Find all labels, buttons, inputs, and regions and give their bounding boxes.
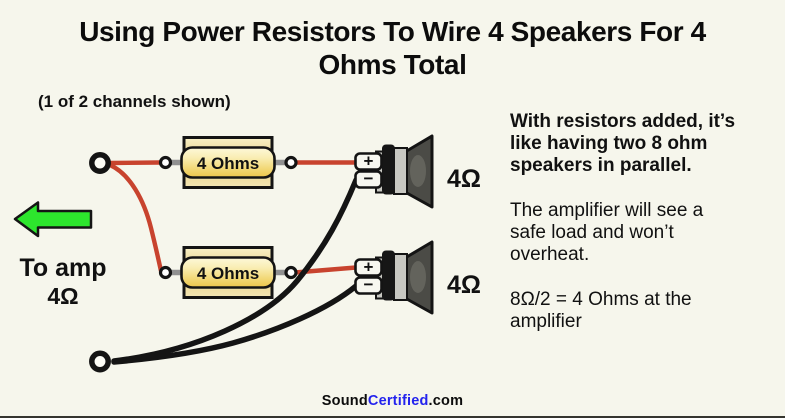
speaker-2: + − 4Ω (354, 240, 481, 315)
to-amp-label: To amp 4Ω (12, 253, 114, 309)
explanation-panel: With resistors added, it’s like having t… (510, 111, 735, 356)
resistor-value-label: 4 Ohms (197, 154, 259, 173)
explanation-paragraph-2: The amplifier will see a safe load and w… (510, 200, 735, 266)
speaker-cone-highlight (410, 261, 426, 293)
resistor-2: 4 Ohms (158, 246, 298, 299)
resistor-value-label: 4 Ohms (197, 264, 259, 283)
text-line: safe load and won’t (510, 222, 674, 243)
speaker-minus-label: − (364, 169, 374, 188)
brand-logo-tld: .com (428, 393, 464, 409)
speaker-cone-highlight (410, 155, 426, 187)
speaker-negative-terminal (354, 170, 383, 189)
explanation-paragraph-3: 8Ω/2 = 4 Ohms at the amplifier (510, 289, 735, 333)
brand-logo-certified: Certified (367, 393, 429, 409)
text-line: amplifier (510, 311, 582, 332)
page-title-line1: Using Power Resistors To Wire 4 Speakers… (79, 16, 706, 47)
text-line: 8Ω/2 = 4 Ohms at the (510, 289, 692, 310)
brand-logo-sound: Sound (321, 393, 368, 409)
positive-wire-amp-resistor2-branch (107, 162, 164, 274)
resistor-element (180, 146, 276, 179)
channels-note: (1 of 2 channels shown) (38, 92, 231, 111)
speaker-impedance-label: 4Ω (447, 165, 481, 193)
speaker-negative-terminal (354, 276, 383, 295)
resistor-terminal (158, 265, 173, 280)
speaker-positive-terminal (354, 258, 383, 277)
speaker-plus-label: + (364, 258, 374, 277)
resistor-terminal (284, 155, 298, 170)
resistor-element (180, 256, 276, 289)
resistor-terminal (284, 265, 298, 280)
speaker-1: + − 4Ω (354, 134, 481, 209)
amp-negative-terminal (89, 350, 111, 373)
page-title-line2: Ohms Total (318, 49, 467, 80)
text-line: The amplifier will see a (510, 200, 704, 221)
resistor-1: 4 Ohms (158, 136, 298, 189)
bottom-border (0, 416, 785, 418)
text-line: overheat. (510, 244, 590, 265)
resistor-terminal (158, 155, 173, 170)
speaker-magnet (393, 253, 408, 301)
to-amp-text: To amp (19, 254, 107, 282)
speaker-positive-terminal (354, 152, 383, 171)
brand-logo: SoundCertified.com (0, 393, 785, 409)
explanation-paragraph-1: With resistors added, it’s like having t… (510, 111, 735, 177)
text-line: With resistors added, it’s (510, 111, 736, 132)
speaker-plus-label: + (364, 152, 374, 171)
speaker-magnet-ring (382, 250, 395, 301)
speaker-magnet-ring (382, 144, 395, 195)
negative-wire-speaker1-amp (111, 177, 359, 364)
to-amp-arrow-icon (13, 201, 93, 238)
text-line: like having two 8 ohm (510, 133, 708, 154)
positive-wire-amp-resistor1 (106, 160, 163, 166)
speaker-magnet (393, 147, 408, 195)
page-title: Using Power Resistors To Wire 4 Speakers… (0, 15, 785, 81)
amp-positive-terminal (89, 152, 111, 174)
speaker-impedance-label: 4Ω (447, 271, 481, 299)
negative-wire-speaker2-amp (111, 283, 359, 365)
text-line: speakers in parallel. (510, 155, 692, 176)
speaker-minus-label: − (364, 275, 374, 294)
to-amp-impedance: 4Ω (47, 283, 79, 309)
